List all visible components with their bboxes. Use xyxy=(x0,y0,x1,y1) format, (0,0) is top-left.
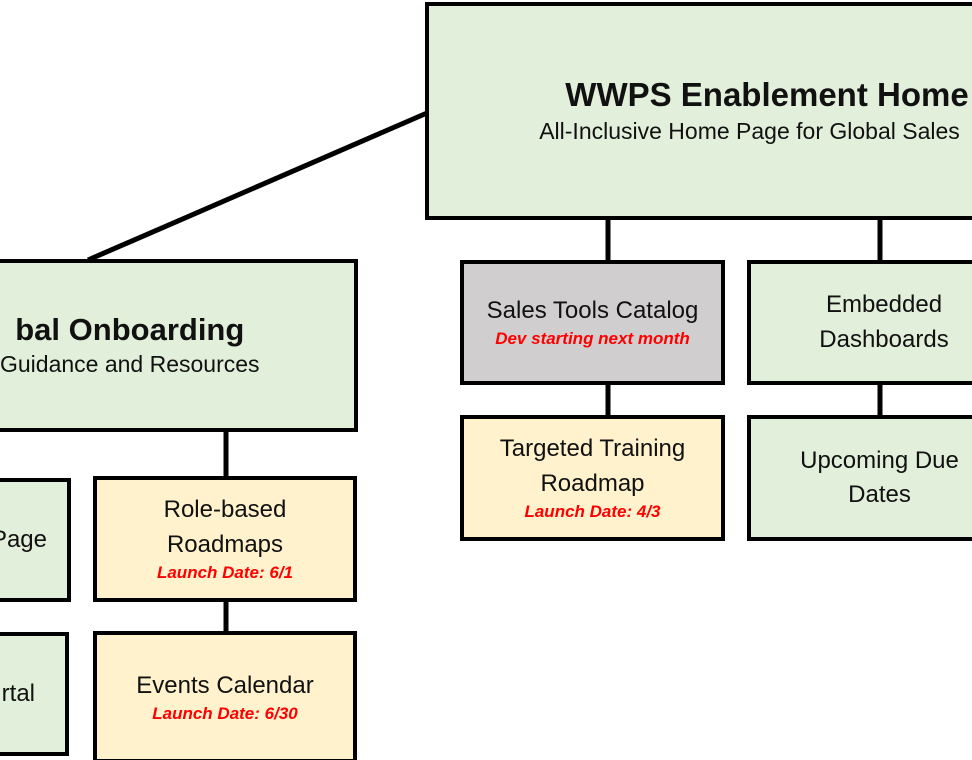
home-title: WWPS Enablement Home xyxy=(565,76,969,114)
events-calendar-launch-date: Launch Date: 6/30 xyxy=(152,704,298,724)
home-node: WWPS Enablement Home All-Inclusive Home … xyxy=(425,2,972,220)
onboarding-subtitle: Guidance and Resources xyxy=(0,351,260,377)
role-roadmaps-line2: Roadmaps xyxy=(166,530,284,558)
targeted-training-line1: Targeted Training xyxy=(499,435,686,463)
sales-tools-dev-note: Dev starting next month xyxy=(495,329,690,349)
left-partial-label-1: Page xyxy=(0,525,47,553)
dashboards-line2: Dashboards xyxy=(819,325,949,353)
role-roadmaps-node: Role-based Roadmaps Launch Date: 6/1 xyxy=(93,476,357,602)
sales-tools-title: Sales Tools Catalog xyxy=(486,296,699,324)
sales-tools-node: Sales Tools Catalog Dev starting next mo… xyxy=(460,260,725,385)
due-dates-node: Upcoming Due Dates xyxy=(747,415,972,541)
onboarding-title: bal Onboarding xyxy=(15,311,245,347)
targeted-training-launch-date: Launch Date: 4/3 xyxy=(524,501,661,521)
role-roadmaps-line1: Role-based xyxy=(163,496,287,524)
due-dates-line2: Dates xyxy=(848,481,911,508)
dashboards-node: Embedded Dashboards xyxy=(747,260,972,385)
onboarding-node: bal Onboarding Guidance and Resources xyxy=(0,259,358,432)
connector-home-onboarding xyxy=(87,110,428,263)
events-calendar-node: Events Calendar Launch Date: 6/30 xyxy=(93,631,357,760)
targeted-training-node: Targeted Training Roadmap Launch Date: 4… xyxy=(460,415,725,541)
events-calendar-title: Events Calendar xyxy=(136,672,314,699)
left-partial-label-2: rtal xyxy=(1,679,35,707)
left-partial-node-1: Page xyxy=(0,478,71,602)
due-dates-line1: Upcoming Due xyxy=(800,446,959,474)
targeted-training-line2: Roadmap xyxy=(540,469,645,497)
home-subtitle: All-Inclusive Home Page for Global Sales xyxy=(539,117,960,144)
dashboards-line1: Embedded xyxy=(825,291,943,319)
role-roadmaps-launch-date: Launch Date: 6/1 xyxy=(156,562,294,582)
left-partial-node-2: rtal xyxy=(0,632,69,756)
